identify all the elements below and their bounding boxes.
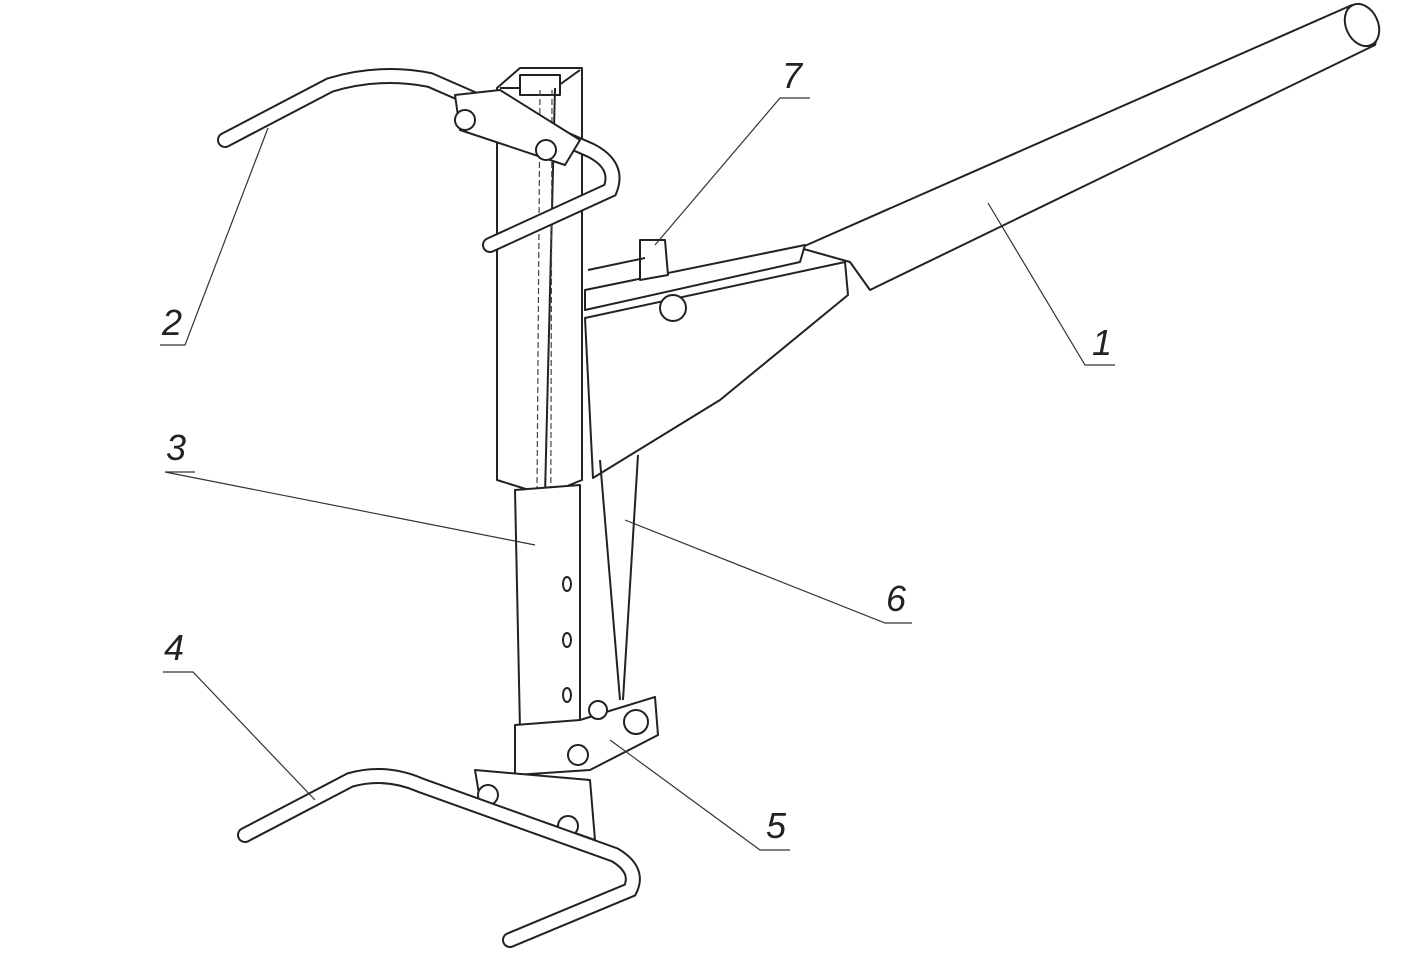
callout-4: 4 bbox=[164, 627, 184, 668]
callout-5: 5 bbox=[766, 805, 787, 846]
callout-3: 3 bbox=[166, 427, 186, 468]
leader-lines bbox=[160, 97, 1115, 851]
part-1-drawbar bbox=[799, 2, 1381, 291]
part-2-upper-rod bbox=[217, 68, 621, 253]
mounting-bracket bbox=[584, 244, 849, 701]
callout-6: 6 bbox=[886, 578, 907, 619]
part-3-inner-tube bbox=[514, 484, 581, 731]
callout-7: 7 bbox=[782, 55, 804, 96]
part-5-clamp bbox=[514, 696, 659, 776]
part-7-valve bbox=[587, 239, 669, 281]
callout-1: 1 bbox=[1092, 322, 1112, 363]
callout-2: 2 bbox=[161, 302, 182, 343]
part-4-lower-rod bbox=[237, 768, 641, 948]
